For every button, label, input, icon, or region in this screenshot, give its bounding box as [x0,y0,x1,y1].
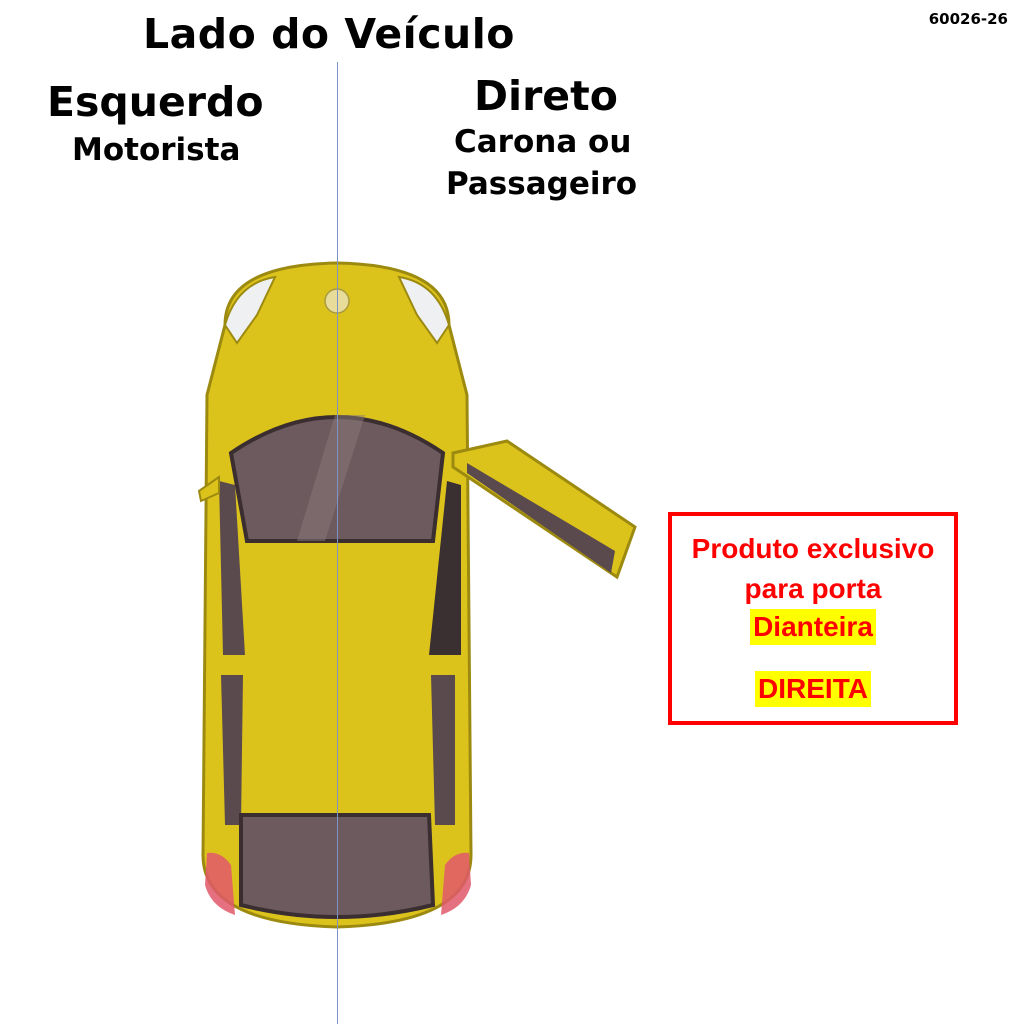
notice-position-highlight: Dianteira [750,609,876,645]
car-top-view-illustration [197,261,637,929]
left-mirror [197,475,220,503]
right-side-label: Direto [474,72,618,120]
notice-side-highlight: DIREITA [755,671,871,707]
open-front-right-door [451,439,637,580]
notice-line2: para porta [744,573,882,604]
right-headlight [397,275,451,345]
product-code: 60026-26 [928,10,1008,28]
left-side-sublabel: Motorista [72,132,241,168]
exclusive-product-notice: Produto exclusivo para porta Dianteira D… [668,512,958,725]
left-side-label: Esquerdo [47,78,264,126]
notice-line1: Produto exclusivo [691,533,935,564]
center-divider-line [337,62,338,1024]
right-side-sublabel-line1: Carona ou [454,124,632,160]
left-taillight [205,852,235,915]
right-side-sublabel-line2: Passageiro [446,166,638,202]
right-taillight [441,852,471,915]
right-side-window-rear [431,675,455,825]
left-side-window-front [219,481,245,655]
left-side-window-rear [221,675,243,825]
page-title: Lado do Veículo [143,10,515,58]
right-side-window-front [429,481,461,655]
left-headlight [223,275,277,345]
